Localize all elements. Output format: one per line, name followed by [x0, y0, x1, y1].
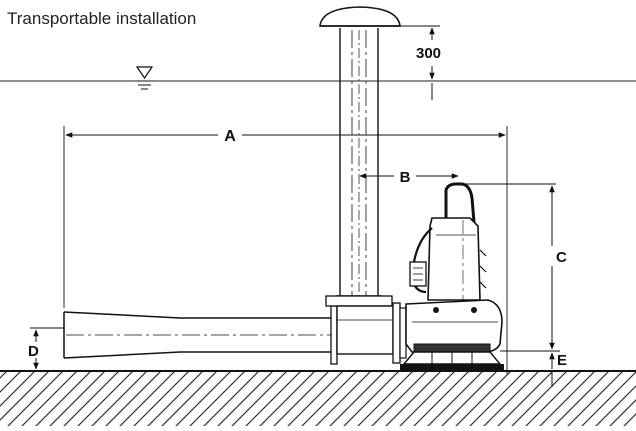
- dimension-300: 300: [392, 25, 441, 100]
- dimension-a-label: A: [224, 128, 236, 145]
- water-level: [0, 66, 636, 90]
- dimension-c: C: [462, 183, 567, 350]
- pump: [400, 182, 504, 371]
- dimension-d: D: [28, 327, 64, 370]
- diagram-title: Transportable installation: [7, 9, 197, 28]
- water-level-icon: [135, 66, 154, 80]
- dimension-e-label: E: [557, 352, 567, 369]
- pipe-elbow: [325, 295, 407, 364]
- riser-pipe: [319, 6, 401, 298]
- dimension-c-label: C: [556, 249, 567, 266]
- dimension-b-label: B: [400, 169, 411, 186]
- dimension-d-label: D: [28, 343, 39, 360]
- dimension-300-label: 300: [416, 45, 441, 62]
- discharge-pipe: [63, 305, 338, 365]
- dimension-e: E: [500, 350, 567, 387]
- ground: [0, 370, 636, 426]
- dimension-b: B: [359, 169, 459, 186]
- dimension-a: A: [63, 126, 508, 374]
